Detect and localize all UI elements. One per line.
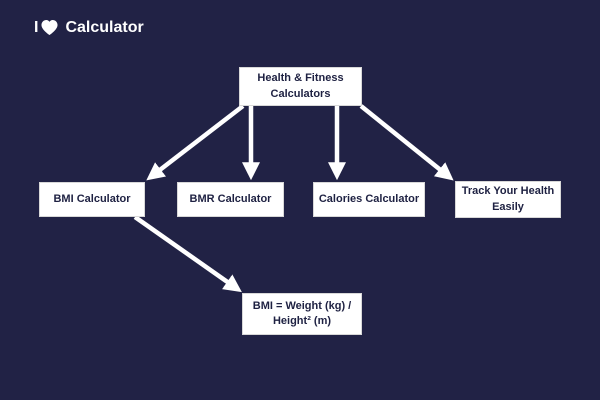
node-bmr-calculator: BMR Calculator [177, 182, 284, 217]
node-label-line: Health & Fitness [257, 72, 344, 85]
logo-letter-i: I [34, 18, 39, 36]
node-label-line: Calculators [270, 87, 331, 100]
node-label-line: Easily [492, 200, 524, 213]
node-track-your-health: Track Your Health Easily [455, 181, 561, 218]
node-label-line: Height² (m) [272, 315, 332, 327]
brand-logo: I Calculator [34, 19, 144, 36]
arrow-bmi-to-formula [133, 215, 242, 293]
heart-icon [41, 19, 58, 36]
node-label-line: BMI Calculator [53, 192, 131, 205]
node-bmi-calculator: BMI Calculator [39, 182, 145, 217]
node-health-fitness-calculators: Health & Fitness Calculators [239, 67, 362, 106]
node-label-line: Calories Calculator [318, 192, 420, 205]
node-label-line: BMR Calculator [189, 192, 272, 205]
arrow-root-to-bmi [146, 104, 245, 181]
node-bmi-formula: BMI = Weight (kg) / Height² (m) [242, 293, 362, 335]
node-calories-calculator: Calories Calculator [313, 182, 425, 217]
logo-text: Calculator [65, 18, 144, 36]
node-label-line: BMI = Weight (kg) / [252, 299, 352, 312]
arrow-root-to-track [359, 104, 454, 181]
node-label-line: Track Your Health [461, 185, 555, 198]
